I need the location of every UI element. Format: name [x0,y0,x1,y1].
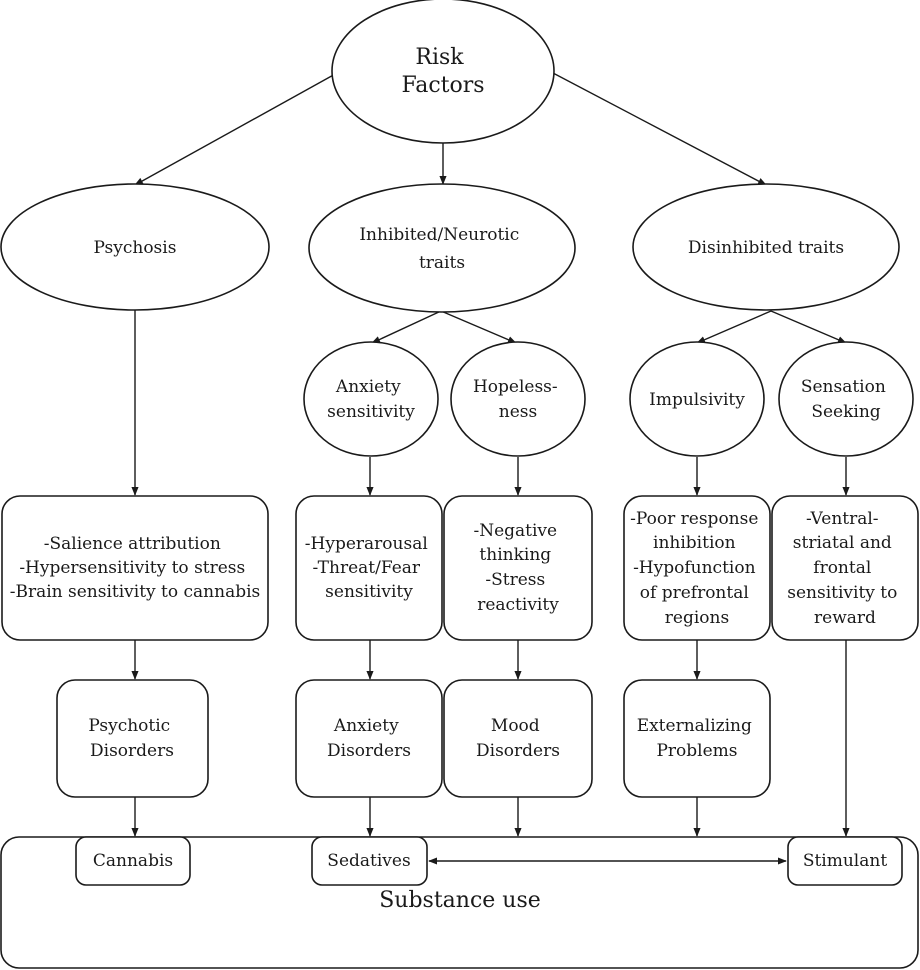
edge-disinhibited-impulsivity [696,310,772,344]
sedatives-label: Sedatives [327,851,410,871]
psychosis-mechanisms-box [1,495,269,641]
cannabis-box [75,836,191,886]
node-sensation-seeking: Sensation Seeking [778,341,914,457]
hopelessness-label: Hopeless- ness [473,377,563,422]
edge-root-psychosis [134,72,338,186]
impulsivity-mechanisms-box [623,495,771,641]
anxiety-sensitivity-ellipse [303,341,439,457]
node-disinhibited-traits: Disinhibited traits [632,183,900,311]
sedatives-box [311,836,428,886]
node-sensation-mechanisms: -Ventral- striatal and frontal sensitivi… [771,495,919,641]
node-externalizing-problems: Externalizing Problems [623,679,771,798]
externalizing-problems-label: Externalizing Problems [637,716,758,761]
sensation-mechanisms-box [771,495,919,641]
impulsivity-ellipse [629,341,765,457]
edge-root-disinhibited [552,72,767,186]
node-impulsivity-mechanisms: -Poor response inhibition -Hypofunction … [623,495,771,641]
substance-use-box [0,836,919,969]
edges [131,72,850,837]
anxiety-mechanisms-label: -Hyperarousal -Threat/Fear sensitivity [305,534,433,602]
hopelessness-mechanisms-label: -Negative thinking -Stress reactivity [473,521,562,615]
edge-disinhibited-sensation [770,310,847,344]
substance-use-container: Substance use Cannabis Sedatives Stimula… [0,836,919,969]
anxiety-disorders-box [295,679,443,798]
inhibited-traits-ellipse [308,183,576,313]
node-impulsivity: Impulsivity [629,341,765,457]
substance-use-title: Substance use [379,888,541,913]
anxiety-sensitivity-label: Anxiety sensitivity [327,377,415,422]
hopelessness-mechanisms-box [443,495,593,641]
edge-inhibited-anxiety [371,310,442,344]
externalizing-problems-box [623,679,771,798]
impulsivity-label: Impulsivity [649,390,745,410]
node-psychosis-mechanisms: -Salience attribution -Hypersensitivity … [1,495,269,641]
node-hopelessness: Hopeless- ness [450,341,586,457]
psychotic-disorders-label: Psychotic Disorders [88,716,175,761]
hopelessness-ellipse [450,341,586,457]
sensation-seeking-ellipse [778,341,914,457]
psychosis-ellipse [0,183,270,311]
node-inhibited-neurotic-traits: Inhibited/Neurotic traits [308,183,576,313]
risk-factors-label: Risk Factors [401,45,484,98]
sensation-seeking-label: Sensation Seeking [801,377,891,422]
disinhibited-traits-ellipse [632,183,900,311]
node-anxiety-mechanisms: -Hyperarousal -Threat/Fear sensitivity [295,495,443,641]
node-hopelessness-mechanisms: -Negative thinking -Stress reactivity [443,495,593,641]
impulsivity-mechanisms-label: -Poor response inhibition -Hypofunction … [630,509,764,628]
risk-factors-ellipse [331,0,555,144]
mood-disorders-box [443,679,593,798]
node-risk-factors: Risk Factors [331,0,555,144]
psychosis-label: Psychosis [94,238,177,258]
disinhibited-traits-label: Disinhibited traits [688,238,844,258]
anxiety-disorders-label: Anxiety Disorders [327,716,411,761]
mood-disorders-label: Mood Disorders [476,716,560,761]
stimulant-box [787,836,903,886]
edge-inhibited-hopelessness [440,310,517,344]
cannabis-label: Cannabis [93,851,173,871]
psychosis-mechanisms-label: -Salience attribution -Hypersensitivity … [10,534,261,602]
node-mood-disorders: Mood Disorders [443,679,593,798]
node-anxiety-sensitivity: Anxiety sensitivity [303,341,439,457]
psychotic-disorders-box [56,679,209,798]
stimulant-label: Stimulant [803,851,888,871]
inhibited-traits-label: Inhibited/Neurotic traits [359,225,524,273]
node-anxiety-disorders: Anxiety Disorders [295,679,443,798]
node-psychosis: Psychosis [0,183,270,311]
node-psychotic-disorders: Psychotic Disorders [56,679,209,798]
sensation-mechanisms-label: -Ventral- striatal and frontal sensitivi… [787,509,903,628]
anxiety-mechanisms-box [295,495,443,641]
